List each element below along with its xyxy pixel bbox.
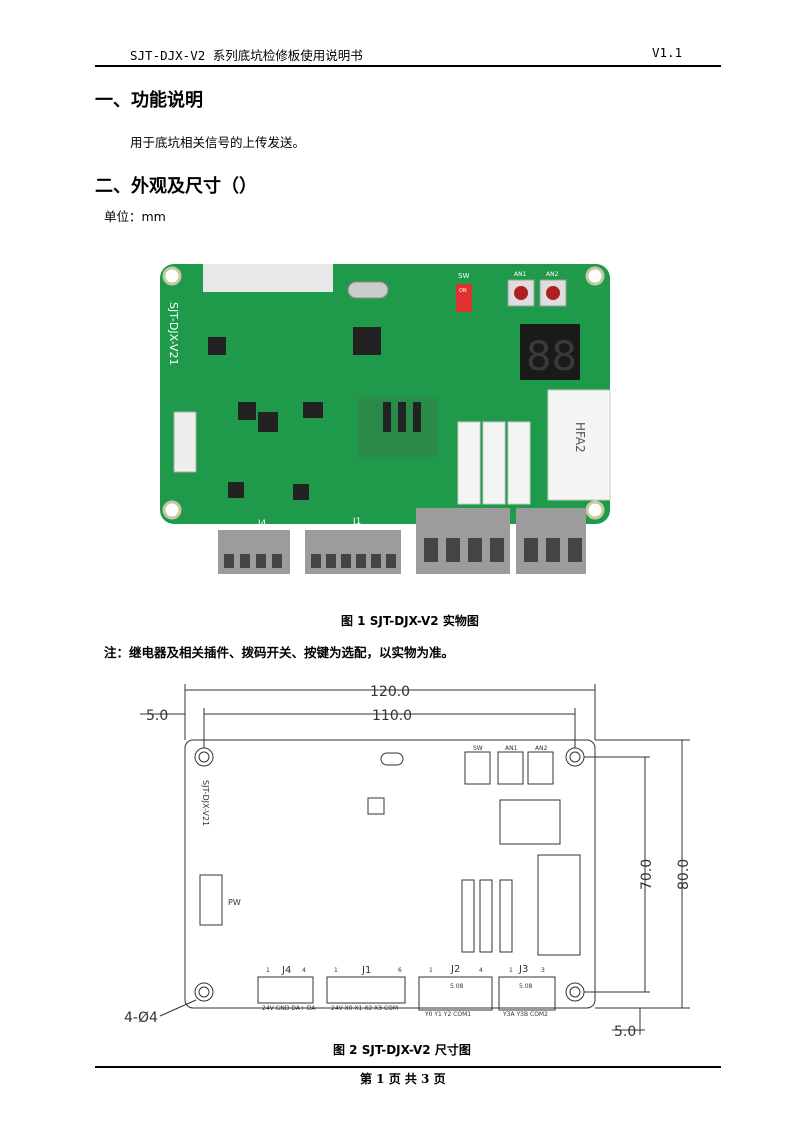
crystal — [347, 281, 389, 299]
footer-rule — [95, 1066, 721, 1068]
connector-terminals — [224, 538, 582, 568]
mounting-hole — [162, 266, 182, 286]
unit-label: 单位：mm — [104, 209, 166, 224]
j3-pin-first: 1 — [509, 967, 513, 974]
button-an2-cap — [546, 286, 560, 300]
figure2-caption: 图 2 SJT-DJX-V2 尺寸图 — [333, 1043, 471, 1057]
relay-2 — [482, 421, 506, 505]
j4-pin-last: 4 — [302, 967, 306, 974]
header-rule — [95, 65, 721, 67]
silk-an1: AN1 — [505, 745, 518, 752]
j1-name: J1 — [361, 965, 371, 976]
mounting-hole — [585, 266, 605, 286]
j2-pins: Y0 Y1 Y2 COM1 — [424, 1011, 471, 1018]
mounting-hole — [585, 500, 605, 520]
j3-pin-last: 3 — [541, 967, 545, 974]
mounting-hole — [162, 500, 182, 520]
dim-height-holes: 70.0 — [639, 859, 655, 890]
j3-pins: Y3A Y3B COM2 — [502, 1011, 548, 1018]
dip-on-label: ON — [459, 288, 467, 294]
relay-large — [547, 389, 611, 501]
seven-segment-display — [520, 324, 580, 380]
board-outline — [184, 739, 596, 1009]
j2-pin-first: 1 — [429, 967, 433, 974]
header-version: V1.1 — [652, 45, 683, 60]
silk-pw: PW — [228, 898, 241, 907]
dip-switch-label: SW — [458, 272, 469, 280]
connector-p1 — [173, 411, 197, 473]
j3-pitch: 5.08 — [519, 983, 533, 990]
figure1-caption: 图 1 SJT-DJX-V2 实物图 — [341, 614, 479, 628]
j1-pin-first: 1 — [334, 967, 338, 974]
j4-pins: 24V GND DA+ DA- — [262, 1005, 318, 1012]
relay-3 — [507, 421, 531, 505]
drawing-connector-j3 — [498, 976, 556, 1011]
button-an2-label: AN2 — [546, 271, 559, 278]
j2-pitch: 5.08 — [450, 983, 464, 990]
dim-offset-left: 5.0 — [146, 708, 168, 724]
silk-board: SJT-DJX-V21 — [201, 780, 210, 826]
section2-heading: 二、外观及尺寸（） — [95, 176, 257, 197]
dim-width-total: 120.0 — [370, 684, 410, 700]
components — [208, 337, 438, 500]
j4-label: J4 — [257, 519, 267, 529]
drawing-connector-j1 — [326, 976, 406, 1004]
board-photo: SJT-DJX-V21 SW ON AN1 AN2 88 HFA2 J4 J1 — [160, 264, 611, 574]
silk-an2: AN2 — [535, 745, 548, 752]
mcu-chip — [353, 327, 381, 355]
dim-height-total: 80.0 — [676, 859, 692, 890]
silk-sw: SW — [473, 745, 483, 752]
j1-pin-last: 6 — [398, 967, 402, 974]
display-digits: 88 — [526, 334, 577, 380]
relay-model-label: HFA2 — [573, 422, 587, 453]
j4-pin-first: 1 — [266, 967, 270, 974]
label-sticker — [203, 264, 333, 292]
drawing-connector-j2 — [418, 976, 493, 1011]
j1-label: J1 — [352, 517, 361, 527]
dip-switch — [456, 284, 472, 312]
section1-heading: 一、功能说明 — [95, 90, 203, 111]
j3-name: J3 — [518, 964, 528, 975]
dim-offset-bottom: 5.0 — [614, 1024, 636, 1040]
dimension-drawing: 120.0 110.0 5.0 70.0 80.0 5.0 4-Ø4 SW AN… — [124, 684, 692, 1040]
j4-name: J4 — [281, 965, 291, 976]
dim-holes: 4-Ø4 — [124, 1010, 158, 1026]
button-an1-label: AN1 — [514, 271, 527, 278]
note: 注：继电器及相关插件、拨码开关、按键为选配，以实物为准。 — [104, 645, 455, 660]
dimension-lines — [140, 684, 690, 1035]
drawing-connector-j4 — [257, 976, 314, 1004]
page-number: 第 1 页 共 3 页 — [360, 1072, 446, 1086]
button-an1-cap — [514, 286, 528, 300]
board-silk-label: SJT-DJX-V21 — [167, 302, 180, 365]
dim-width-holes: 110.0 — [372, 708, 412, 724]
section1-text: 用于底坑相关信号的上传发送。 — [130, 135, 306, 150]
header-title: SJT-DJX-V2 系列底坑检修板使用说明书 — [130, 48, 363, 63]
j1-pins: 24V X0 X1 X2 X3 COM — [331, 1005, 398, 1012]
j2-name: J2 — [450, 964, 460, 975]
component-outlines — [199, 751, 581, 956]
j2-pin-last: 4 — [479, 967, 483, 974]
relay-1 — [457, 421, 481, 505]
